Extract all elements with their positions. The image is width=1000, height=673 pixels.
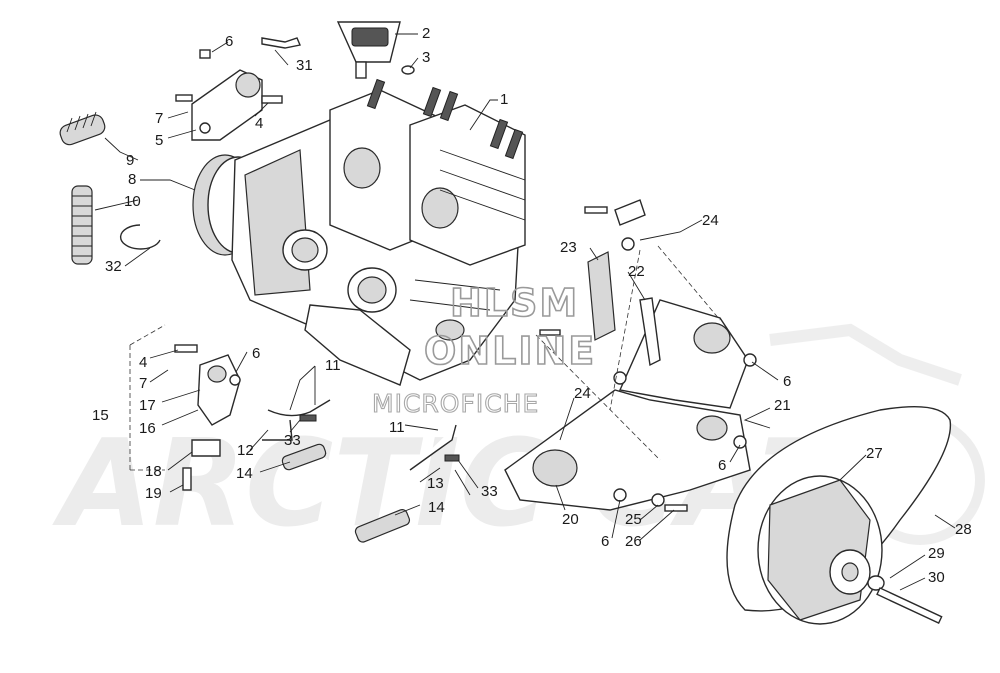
callout-19: 19 xyxy=(145,485,162,502)
callout-labels: 1 2 3 4 4 5 6 6 6 6 6 7 7 8 9 10 11 11 1… xyxy=(92,25,972,586)
callout-14: 14 xyxy=(428,499,445,516)
spring-10 xyxy=(71,185,93,265)
callout-3: 3 xyxy=(422,49,430,66)
callout-7: 7 xyxy=(139,375,147,392)
callout-6: 6 xyxy=(783,373,791,390)
spring-14-lower xyxy=(354,509,411,543)
callout-27: 27 xyxy=(866,445,883,462)
callout-6: 6 xyxy=(718,457,726,474)
callout-26: 26 xyxy=(625,533,642,550)
callout-15: 15 xyxy=(92,407,109,424)
snap-ring-32 xyxy=(119,224,161,250)
callout-12: 12 xyxy=(237,442,254,459)
callout-11: 11 xyxy=(325,357,341,374)
callout-25: 25 xyxy=(625,511,642,528)
callout-22: 22 xyxy=(628,263,645,280)
callout-6: 6 xyxy=(601,533,609,550)
callout-6: 6 xyxy=(252,345,260,362)
drive-clutch xyxy=(757,475,943,625)
callout-18: 18 xyxy=(145,463,162,480)
callout-30: 30 xyxy=(928,569,945,586)
callout-8: 8 xyxy=(128,171,136,188)
bracket-22 xyxy=(639,297,661,367)
rear-mount-bracket xyxy=(129,324,241,491)
callout-33: 33 xyxy=(481,483,498,500)
callout-1: 1 xyxy=(500,91,508,108)
callout-2: 2 xyxy=(422,25,430,42)
callout-31: 31 xyxy=(296,57,313,74)
callout-6: 6 xyxy=(225,33,233,50)
callout-23: 23 xyxy=(560,239,577,256)
callout-4: 4 xyxy=(255,115,263,132)
callout-11: 11 xyxy=(389,419,405,436)
watermark-line2: ONLINE xyxy=(424,329,596,373)
spring-9 xyxy=(59,111,106,146)
callout-17: 17 xyxy=(139,397,156,414)
watermark-line3: MICROFICHE xyxy=(372,389,539,418)
gauge-part xyxy=(336,21,415,79)
callout-5: 5 xyxy=(155,132,163,149)
callout-33: 33 xyxy=(284,432,301,449)
callout-10: 10 xyxy=(124,193,141,210)
callout-20: 20 xyxy=(562,511,579,528)
callout-14: 14 xyxy=(236,465,253,482)
bracket-23 xyxy=(587,251,616,341)
engine-assembly xyxy=(192,78,526,386)
callout-16: 16 xyxy=(139,420,156,437)
callout-9: 9 xyxy=(126,152,134,169)
front-mount-bracket xyxy=(175,37,301,141)
leader-lines xyxy=(94,33,956,591)
callout-7: 7 xyxy=(155,110,163,127)
callout-29: 29 xyxy=(928,545,945,562)
watermark-line1: HLSM xyxy=(450,281,579,325)
callout-13: 13 xyxy=(427,475,444,492)
spark-plug-icons xyxy=(366,78,524,160)
callout-32: 32 xyxy=(105,258,122,275)
callout-28: 28 xyxy=(955,521,972,538)
hlsm-watermark: HLSM ONLINE MICROFICHE xyxy=(371,280,596,418)
hoses-and-fittings xyxy=(262,399,460,471)
callout-21: 21 xyxy=(774,397,791,414)
callout-24: 24 xyxy=(574,385,591,402)
callout-4: 4 xyxy=(139,354,147,371)
bolt-icons xyxy=(539,199,757,512)
callout-24: 24 xyxy=(702,212,719,229)
